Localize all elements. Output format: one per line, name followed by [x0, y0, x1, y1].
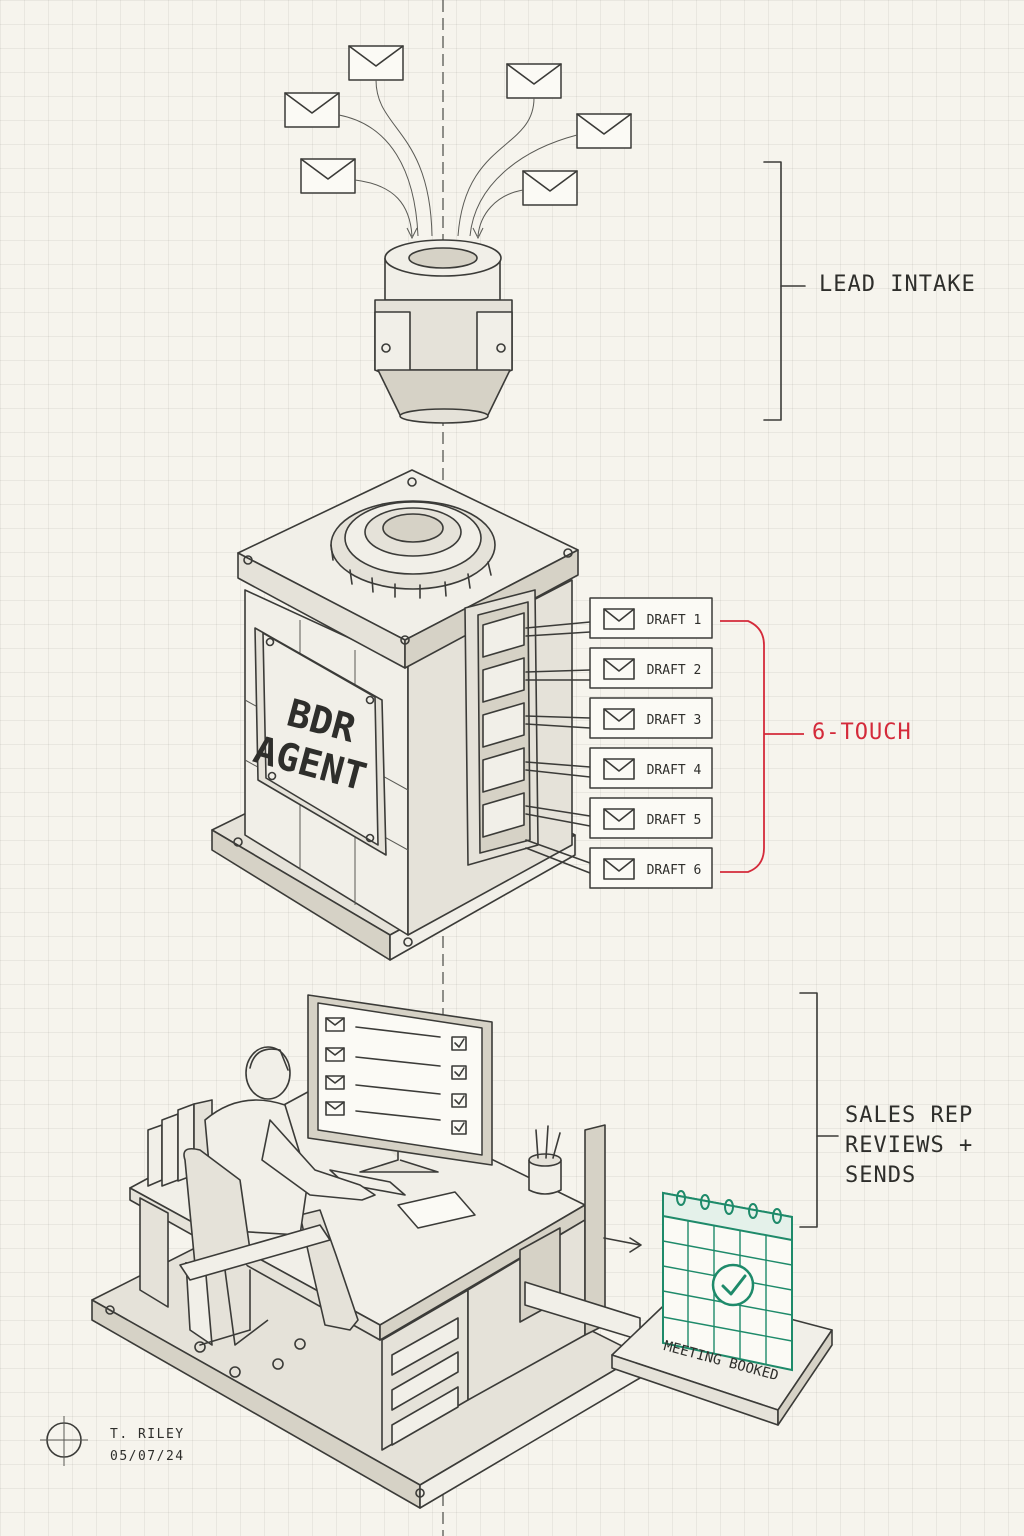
draft-card: DRAFT 1 [589, 597, 713, 639]
envelope-icon [576, 113, 632, 149]
lead-intake-bracket [763, 161, 806, 421]
email-flow-arrows [338, 79, 578, 240]
envelope-icon [603, 858, 635, 880]
desk-note [397, 1191, 476, 1229]
output-arrow [603, 1237, 642, 1253]
lead-intake-label: LEAD INTAKE [819, 272, 976, 297]
draft-card-box [589, 647, 713, 689]
draft-card: DRAFT 6 [589, 847, 713, 889]
envelope-icon [603, 808, 635, 830]
envelope-icon [522, 170, 578, 206]
bdr-agent-machine: BDR AGENT [211, 469, 591, 961]
check-circle-icon [711, 1263, 755, 1307]
pencil-cup [528, 1125, 562, 1195]
draft-card: DRAFT 5 [589, 797, 713, 839]
sales-rep-label-line2: REVIEWS + [845, 1133, 974, 1158]
draft-card-box [589, 797, 713, 839]
sales-rep-workstation: MEETING BOOKED [91, 994, 833, 1509]
six-touch-bracket [720, 620, 804, 873]
computer-monitor [307, 994, 493, 1173]
lead-intake-hopper [374, 239, 513, 424]
draft-card-box [589, 597, 713, 639]
envelope-icon [506, 63, 562, 99]
draft-label: DRAFT 1 [647, 613, 702, 628]
sales-rep-bracket [799, 992, 839, 1228]
signature-date: 05/07/24 [110, 1449, 185, 1464]
draft-card: DRAFT 4 [589, 747, 713, 789]
envelope-icon [348, 45, 404, 81]
six-touch-label: 6-TOUCH [812, 720, 912, 745]
draft-connectors [525, 621, 591, 874]
draft-card-box [589, 697, 713, 739]
draft-label: DRAFT 5 [647, 813, 702, 828]
draft-label: DRAFT 3 [647, 713, 702, 728]
envelope-icon [603, 658, 635, 680]
meeting-calendar: MEETING BOOKED [611, 1190, 833, 1426]
envelope-icon [284, 92, 340, 128]
draft-label: DRAFT 4 [647, 763, 702, 778]
crosshair-icon [40, 1416, 88, 1466]
draft-label: DRAFT 6 [647, 863, 702, 878]
envelope-icon [603, 608, 635, 630]
draft-card: DRAFT 3 [589, 697, 713, 739]
sales-rep-label-line1: SALES REP [845, 1103, 974, 1128]
envelope-icon [300, 158, 356, 194]
sales-rep-label-line3: SENDS [845, 1163, 917, 1188]
draft-label: DRAFT 2 [647, 663, 702, 678]
envelope-icon [603, 758, 635, 780]
email-checklist-screen [325, 1017, 467, 1135]
draft-card-box [589, 847, 713, 889]
sales-rep-figure [179, 1046, 376, 1378]
incoming-email-envelopes [284, 45, 632, 206]
draft-card-box [589, 747, 713, 789]
signature-name: T. RILEY [110, 1427, 185, 1442]
draft-email-list: DRAFT 1 DRAFT 2 DRAFT 3 DRAFT 4 DRAFT 5 DRAFT… [589, 597, 713, 889]
draft-card: DRAFT 2 [589, 647, 713, 689]
envelope-icon [603, 708, 635, 730]
